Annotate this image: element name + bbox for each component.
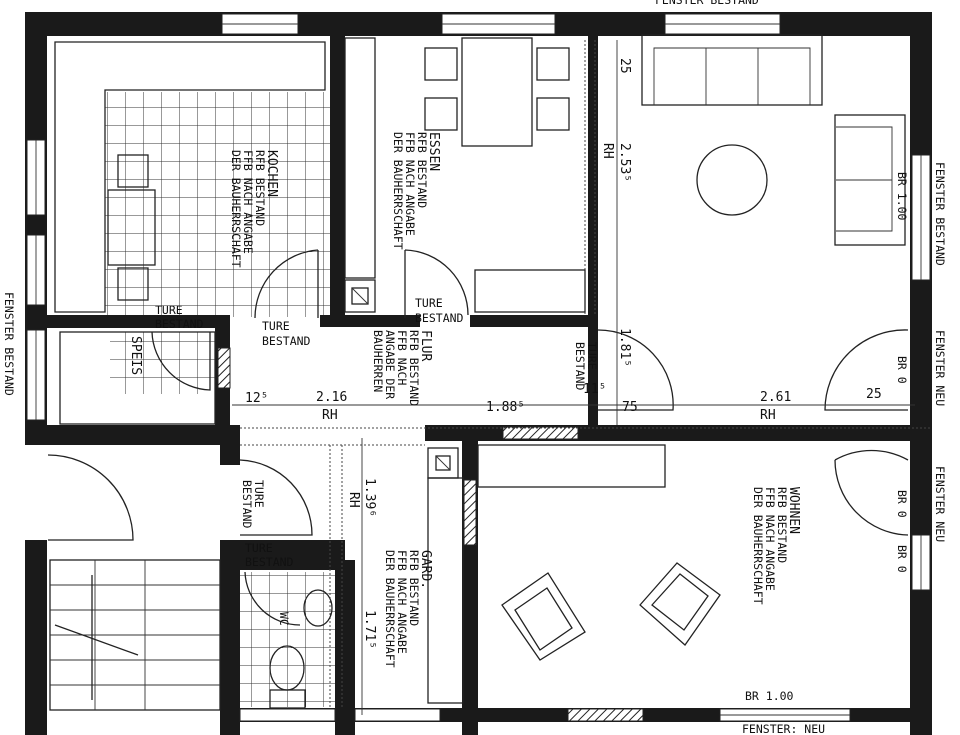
room-label-wc: WC xyxy=(277,612,291,626)
svg-text:25: 25 xyxy=(866,387,882,402)
svg-text:BR 1.00: BR 1.00 xyxy=(895,172,909,221)
room-label-wohnen: WOHNEN RFB BESTAND FFB NACH ANGABE DER B… xyxy=(751,487,801,605)
svg-text:RH: RH xyxy=(322,408,338,423)
svg-text:TURE: TURE xyxy=(252,480,266,508)
windows xyxy=(26,13,931,722)
svg-text:1.81⁵: 1.81⁵ xyxy=(617,328,632,367)
dining-furniture xyxy=(344,37,586,313)
svg-text:2.61: 2.61 xyxy=(760,390,791,405)
svg-text:TURE: TURE xyxy=(245,541,273,555)
room-note: RFB BESTAND xyxy=(253,150,267,226)
window-label: FENSTER BESTAND xyxy=(933,162,947,266)
kitchen-tiles xyxy=(105,92,330,317)
window-label: FENSTER BESTAND xyxy=(655,0,759,7)
svg-text:25: 25 xyxy=(617,58,632,74)
svg-text:BR 0: BR 0 xyxy=(895,545,909,573)
window-label: FENSTER NEU xyxy=(933,330,947,406)
room-note: DER BAUHERRSCHAFT xyxy=(751,487,765,605)
room-note: ANGABE DER xyxy=(383,330,397,399)
svg-text:TURE: TURE xyxy=(415,296,443,310)
svg-text:BESTAND: BESTAND xyxy=(155,317,204,331)
svg-text:BESTAND: BESTAND xyxy=(245,555,294,569)
window-label: FENSTER BESTAND xyxy=(2,292,16,396)
svg-text:RH: RH xyxy=(760,408,776,423)
svg-text:11⁵: 11⁵ xyxy=(583,382,606,397)
room-note: DER BAUHERRSCHAFT xyxy=(229,150,243,268)
svg-text:2.16: 2.16 xyxy=(316,390,347,405)
dimension-labels: 12⁵ 2.16 RH 1.88⁵ 11⁵ 75 2.61 RH 25 25 2… xyxy=(245,58,882,649)
room-note: FFB NACH ANGABE xyxy=(395,550,409,654)
parapet-labels: BR 1.00 BR 0 BR 0 BR 0 BR 1.00 xyxy=(745,172,909,703)
room-label-flur: FLUR RFB BESTAND FFB NACH ANGABE DER BAU… xyxy=(371,330,433,406)
room-note: RFB BESTAND xyxy=(407,330,421,406)
room-note: DER BAUHERRSCHAFT xyxy=(383,550,397,668)
room-label-speis: SPEIS xyxy=(128,336,143,375)
room-name: FLUR xyxy=(418,330,433,361)
room-note: RFB BESTAND xyxy=(415,132,429,208)
svg-text:RH: RH xyxy=(600,143,615,159)
pantry-tiles xyxy=(110,332,220,394)
svg-text:BESTAND: BESTAND xyxy=(573,342,587,391)
staircase xyxy=(49,559,221,711)
svg-text:RH: RH xyxy=(346,492,361,508)
room-label-kochen: KOCHEN RFB BESTAND FFB NACH ANGABE DER B… xyxy=(229,150,279,268)
svg-text:12⁵: 12⁵ xyxy=(245,391,268,406)
room-note: DER BAUHERRSCHAFT xyxy=(391,132,405,250)
dimension-lines xyxy=(232,40,915,715)
room-note: FFB NACH ANGABE xyxy=(403,132,417,236)
svg-text:TURE: TURE xyxy=(585,342,599,370)
room-label-essen: ESSEN RFB BESTAND FFB NACH ANGABE DER BA… xyxy=(391,132,441,250)
svg-text:BR 0: BR 0 xyxy=(895,356,909,384)
svg-text:2.53⁵: 2.53⁵ xyxy=(617,143,632,182)
room-note: RFB BESTAND xyxy=(775,487,789,563)
svg-text:BR 0: BR 0 xyxy=(895,490,909,518)
wc-tiles xyxy=(240,572,335,707)
room-name: KOCHEN xyxy=(264,150,279,197)
living-furniture xyxy=(641,34,906,246)
room-note: BAUHERREN xyxy=(371,330,385,392)
window-label-bottom: FENSTER: NEU xyxy=(742,722,825,735)
svg-text:TURE: TURE xyxy=(262,319,290,333)
kitchen-counter xyxy=(54,41,326,425)
svg-text:BESTAND: BESTAND xyxy=(262,334,311,348)
room-note: RFB BESTAND xyxy=(407,550,421,626)
svg-text:BESTAND: BESTAND xyxy=(415,311,464,325)
room-note: FFB NACH ANGABE xyxy=(763,487,777,591)
window-label: FENSTER NEU xyxy=(933,466,947,542)
svg-text:1.39⁶: 1.39⁶ xyxy=(362,478,377,517)
svg-text:1.88⁵: 1.88⁵ xyxy=(486,400,525,415)
room-name: ESSEN xyxy=(426,132,441,171)
lower-furniture xyxy=(269,444,721,709)
svg-text:TURE: TURE xyxy=(155,303,183,317)
svg-text:BESTAND: BESTAND xyxy=(240,480,254,529)
room-note: FFB NACH xyxy=(395,330,409,385)
svg-text:BR 1.00: BR 1.00 xyxy=(745,689,794,703)
doors xyxy=(47,249,909,626)
room-name: GARD. xyxy=(418,550,433,589)
svg-text:1.71⁵: 1.71⁵ xyxy=(362,610,377,649)
room-label-gard: GARD. RFB BESTAND FFB NACH ANGABE DER BA… xyxy=(383,550,433,668)
room-name: WOHNEN xyxy=(786,487,801,534)
svg-text:75: 75 xyxy=(622,400,638,415)
room-note: FFB NACH ANGABE xyxy=(241,150,255,254)
